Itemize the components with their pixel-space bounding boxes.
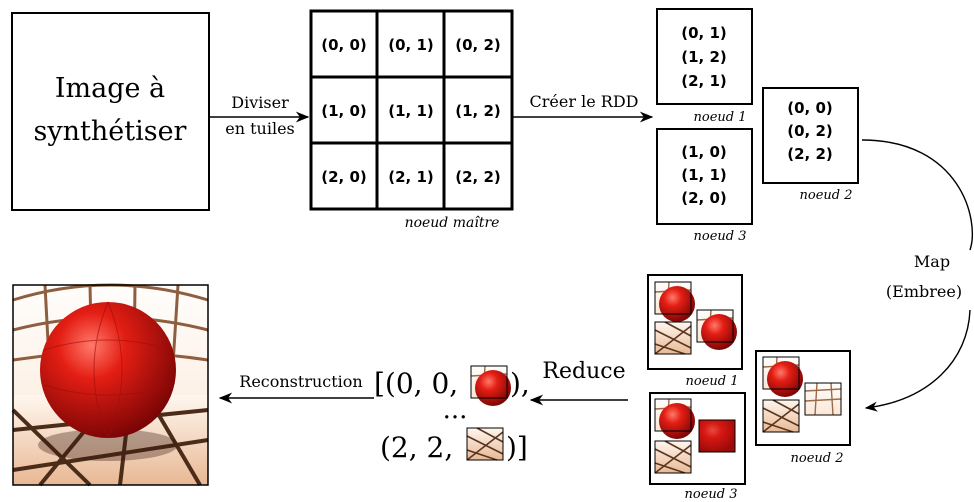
tile-grid: (0, 0) (0, 1) (0, 2) (1, 0) (1, 1) (1, 2… (309, 9, 514, 231)
node-tile: (0, 2) (787, 122, 833, 140)
node-caption: noeud 2 (800, 188, 853, 203)
result-line1-prefix: [(0, 0, (374, 367, 458, 400)
node-tile: (1, 1) (681, 166, 727, 184)
grid-cell: (0, 1) (388, 36, 434, 54)
map-label-line1: Map (914, 252, 950, 271)
grid-cell: (0, 2) (455, 36, 501, 54)
rendered-caption: noeud 2 (791, 451, 844, 466)
grid-cell: (2, 1) (388, 168, 434, 186)
rdd-node-3: (1, 0) (1, 1) (2, 0) noeud 3 (656, 128, 753, 244)
reconstruction-label: Reconstruction (239, 372, 362, 391)
grid-caption: noeud maître (405, 215, 500, 231)
reconstruction-arrow: Reconstruction (218, 372, 374, 404)
split-label-line1: Diviser (231, 93, 289, 112)
result-line3-suffix: )] (506, 431, 528, 464)
map-label-line2: (Embree) (886, 282, 962, 301)
reduce-label: Reduce (542, 359, 625, 384)
result-line1-suffix: ), (510, 367, 530, 400)
node-caption: noeud 1 (694, 110, 747, 125)
result-tile-thumb-1 (470, 365, 512, 407)
source-title-line2: synthétiser (34, 116, 187, 147)
node-tile: (0, 1) (681, 24, 727, 42)
node-tile: (2, 2) (787, 145, 833, 163)
source-image-box: Image à synthétiser (11, 12, 210, 211)
node-tile: (2, 1) (681, 72, 727, 90)
rdd-node-1: (0, 1) (1, 2) (2, 1) noeud 1 (656, 8, 753, 125)
grid-cell: (0, 0) (321, 36, 367, 54)
final-rendered-image (11, 283, 209, 487)
grid-cell: (2, 0) (321, 168, 367, 186)
grid-cell: (1, 2) (455, 102, 501, 120)
node-tile: (1, 2) (681, 48, 727, 66)
grid-cell: (1, 1) (388, 102, 434, 120)
source-title-line1: Image à (55, 73, 165, 104)
grid-cell: (1, 0) (321, 102, 367, 120)
rdd-label: Créer le RDD (530, 92, 639, 111)
rendered-caption: noeud 3 (685, 487, 738, 502)
split-label-line2: en tuiles (225, 119, 295, 138)
node-tile: (1, 0) (681, 143, 727, 161)
reduce-arrow: Reduce (529, 359, 628, 406)
grid-cell: (2, 2) (455, 168, 501, 186)
rendered-node-1: noeud 1 (647, 274, 743, 389)
rdd-node-2: (0, 0) (0, 2) (2, 2) noeud 2 (762, 87, 859, 203)
rendered-node-2: noeud 2 (755, 350, 851, 466)
node-tile: (0, 0) (787, 99, 833, 117)
result-tile-thumb-2 (466, 427, 504, 461)
result-list: [(0, 0, ), ... (2, 2, )] (374, 365, 530, 464)
node-tile: (2, 0) (681, 189, 727, 207)
rendered-caption: noeud 1 (686, 374, 739, 389)
map-arrow: Map (Embree) (861, 139, 973, 412)
split-arrow: Diviser en tuiles (209, 93, 310, 138)
rdd-arrow: Créer le RDD (512, 92, 654, 123)
node-caption: noeud 3 (694, 229, 747, 244)
red-sphere (40, 302, 176, 438)
result-ellipsis: ... (443, 395, 468, 425)
result-line3-prefix: (2, 2, (380, 431, 453, 464)
rendered-node-3: noeud 3 (649, 392, 746, 502)
